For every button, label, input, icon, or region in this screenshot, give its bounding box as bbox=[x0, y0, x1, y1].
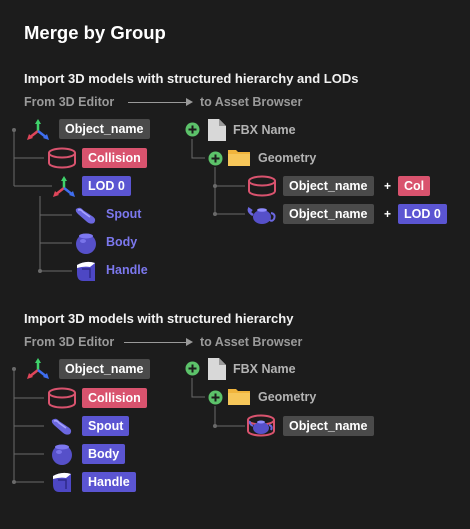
section1-to-label: to Asset Browser bbox=[200, 95, 303, 109]
file-icon bbox=[208, 358, 226, 380]
collision-cylinder-icon bbox=[248, 175, 276, 197]
file-icon bbox=[208, 119, 226, 141]
spout-mesh-icon bbox=[75, 207, 96, 224]
folder-icon bbox=[228, 389, 250, 405]
object-name-merged[interactable]: Object_name bbox=[283, 416, 374, 436]
object-name-root-2[interactable]: Object_name bbox=[59, 359, 150, 379]
axis-gizmo-icon bbox=[27, 119, 49, 140]
handle-mesh-icon bbox=[53, 472, 71, 492]
plus-sign: + bbox=[384, 207, 392, 221]
section1-arrow-head bbox=[186, 98, 193, 106]
object-name-lod[interactable]: Object_name bbox=[283, 204, 374, 224]
plus-sign: + bbox=[384, 179, 392, 193]
object-name-root[interactable]: Object_name bbox=[59, 119, 150, 139]
add-icon[interactable] bbox=[185, 122, 200, 137]
body-mesh-icon bbox=[76, 233, 96, 254]
lod-tag-right[interactable]: LOD 0 bbox=[398, 204, 447, 224]
handle-tag[interactable]: Handle bbox=[82, 472, 136, 492]
add-icon[interactable] bbox=[208, 390, 223, 405]
add-icon[interactable] bbox=[208, 151, 223, 166]
geometry-label: Geometry bbox=[258, 151, 317, 165]
object-name-col[interactable]: Object_name bbox=[283, 176, 374, 196]
section2-to-label: to Asset Browser bbox=[200, 335, 303, 349]
section2-arrow-head bbox=[186, 338, 193, 346]
section1-subtitle: Import 3D models with structured hierarc… bbox=[24, 71, 359, 86]
page-title: Merge by Group bbox=[24, 22, 166, 43]
section2-from-label: From 3D Editor bbox=[24, 335, 115, 349]
add-icon[interactable] bbox=[185, 361, 200, 376]
geometry-label-2: Geometry bbox=[258, 390, 317, 404]
body-mesh-icon bbox=[52, 444, 72, 465]
section1-arrow bbox=[128, 102, 186, 103]
fbx-name-label: FBX Name bbox=[233, 123, 296, 137]
section1-from-label: From 3D Editor bbox=[24, 95, 115, 109]
spout-tag[interactable]: Spout bbox=[82, 416, 130, 436]
folder-icon bbox=[228, 150, 250, 166]
col-tag[interactable]: Col bbox=[398, 176, 431, 196]
axis-gizmo-icon bbox=[53, 176, 75, 197]
body-tag[interactable]: Body bbox=[82, 444, 126, 464]
lod-tag[interactable]: LOD 0 bbox=[82, 176, 131, 196]
spout-mesh-icon bbox=[51, 418, 72, 435]
handle-mesh-icon bbox=[77, 261, 95, 281]
body-label: Body bbox=[106, 235, 138, 249]
axis-gizmo-icon bbox=[27, 358, 49, 379]
collision-tag[interactable]: Collision bbox=[82, 148, 147, 168]
section2-arrow bbox=[124, 342, 186, 343]
spout-label: Spout bbox=[106, 207, 142, 221]
collision-cylinder-icon bbox=[48, 147, 76, 169]
collision-tag-2[interactable]: Collision bbox=[82, 388, 147, 408]
section2-subtitle: Import 3D models with structured hierarc… bbox=[24, 311, 294, 326]
handle-label: Handle bbox=[106, 263, 148, 277]
collision-cylinder-icon bbox=[48, 387, 76, 409]
teapot-icon bbox=[247, 207, 276, 224]
fbx-name-label-2: FBX Name bbox=[233, 362, 296, 376]
teapot-icon bbox=[247, 414, 275, 437]
